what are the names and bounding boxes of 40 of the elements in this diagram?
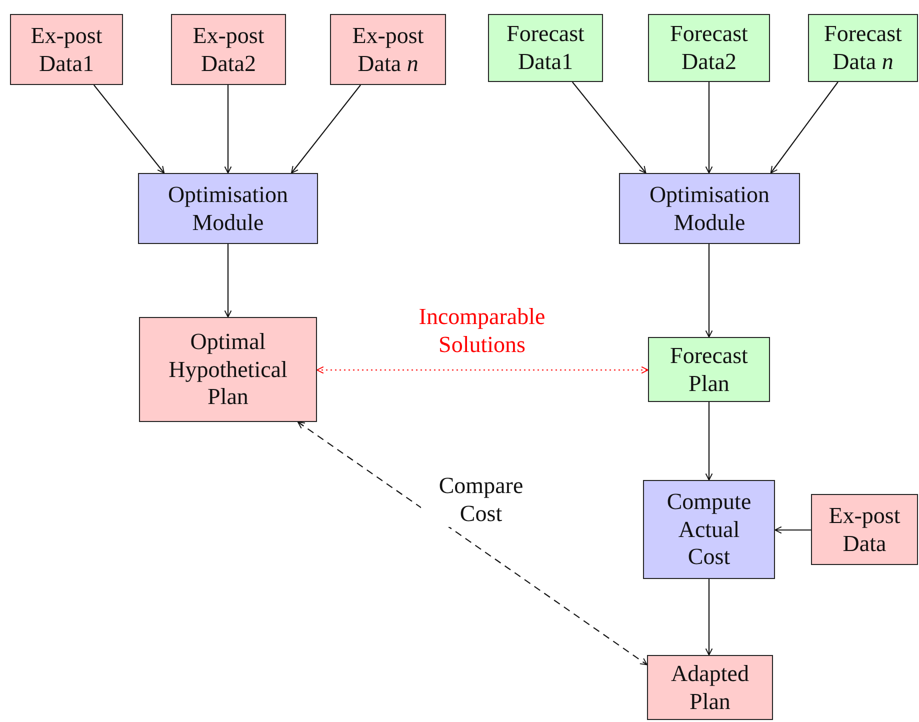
box-label: Optimisation Module — [648, 180, 771, 236]
process-box — [643, 480, 775, 579]
arrow — [770, 82, 838, 174]
process-box — [648, 337, 770, 402]
arrow — [705, 244, 713, 338]
box-label: Ex-post Data2 — [192, 22, 266, 78]
process-box — [330, 14, 446, 85]
process-box — [619, 173, 800, 244]
arrow — [224, 85, 232, 174]
edge-label: Incomparable Solutions — [418, 303, 546, 358]
arrow — [572, 82, 646, 174]
arrow — [705, 579, 713, 656]
arrow — [297, 422, 648, 666]
process-box — [808, 14, 918, 82]
process-box — [138, 173, 318, 244]
box-label: Adapted Plan — [670, 660, 750, 716]
box-label: Optimal Hypothetical Plan — [168, 328, 288, 411]
box-label: Ex-post Data1 — [30, 22, 104, 78]
process-box — [488, 14, 603, 82]
arrow — [291, 84, 361, 174]
box-label: Forecast Data2 — [669, 20, 749, 76]
arrow — [224, 244, 232, 318]
process-box — [139, 317, 317, 422]
process-box — [171, 14, 286, 85]
arrow — [93, 84, 165, 174]
box-label: Ex-post Data — [828, 502, 902, 558]
box-label: Compute Actual Cost — [666, 488, 752, 571]
process-box — [811, 494, 918, 565]
arrow — [705, 82, 713, 174]
process-box — [647, 655, 773, 720]
box-label: Optimisation Module — [166, 180, 290, 236]
box-label: Forecast Data1 — [506, 20, 586, 76]
process-box — [648, 14, 770, 82]
box-label: Forecast Plan — [669, 342, 749, 398]
arrow — [774, 526, 811, 534]
box-label: Forecast Data n — [823, 20, 903, 76]
process-box — [10, 14, 123, 85]
arrow — [705, 402, 713, 480]
arrow — [316, 366, 648, 374]
box-label: Ex-post Data n — [351, 22, 425, 78]
